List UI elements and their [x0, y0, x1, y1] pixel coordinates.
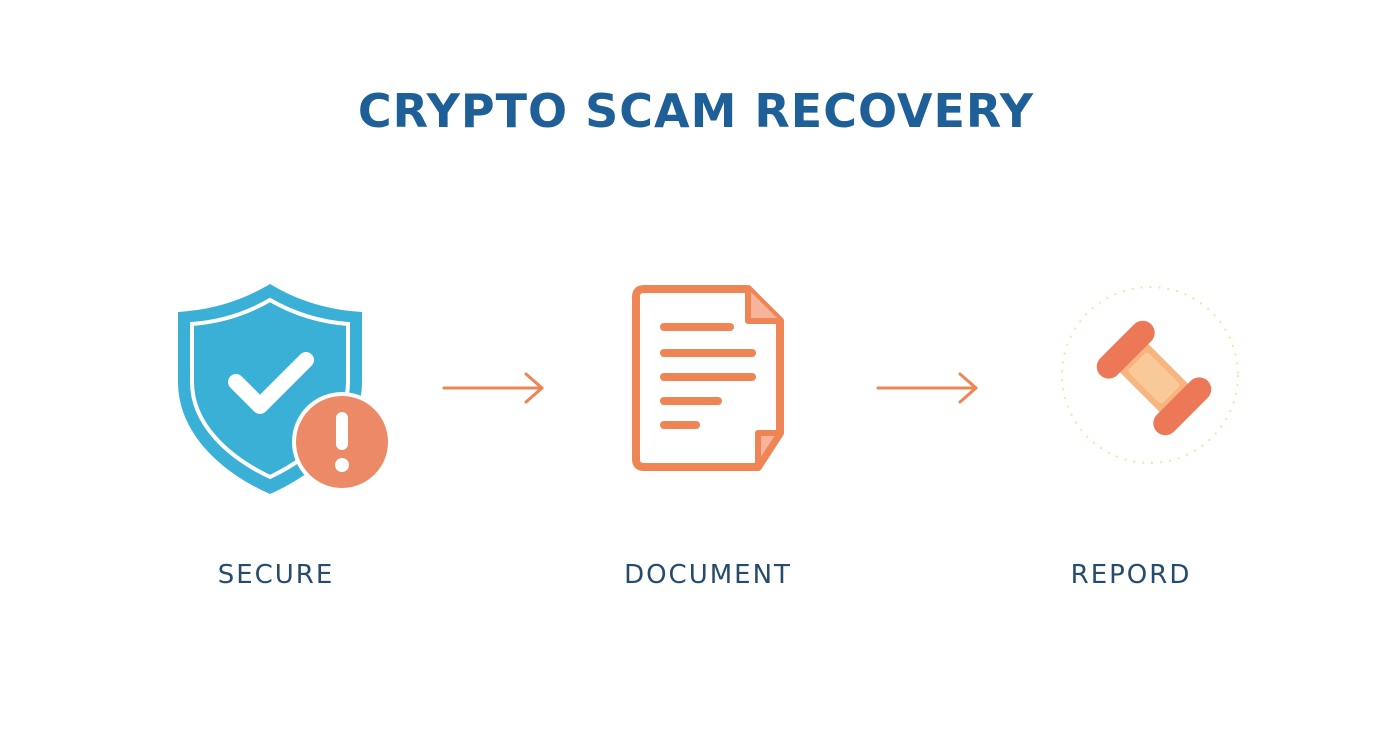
arrow-right-icon	[440, 368, 550, 408]
arrow-right-icon	[874, 368, 984, 408]
shield-check-alert-icon	[178, 284, 392, 494]
document-icon	[632, 285, 784, 471]
step-label-document: DOCUMENT	[624, 560, 792, 590]
step-document	[630, 283, 790, 473]
step-report	[1050, 280, 1250, 480]
step-label-secure: SECURE	[217, 560, 335, 590]
step-secure	[170, 282, 400, 502]
step-label-report: REPORD	[1070, 560, 1192, 590]
page-title: CRYPTO SCAM RECOVERY	[357, 84, 1035, 138]
gavel-icon	[1061, 286, 1239, 464]
